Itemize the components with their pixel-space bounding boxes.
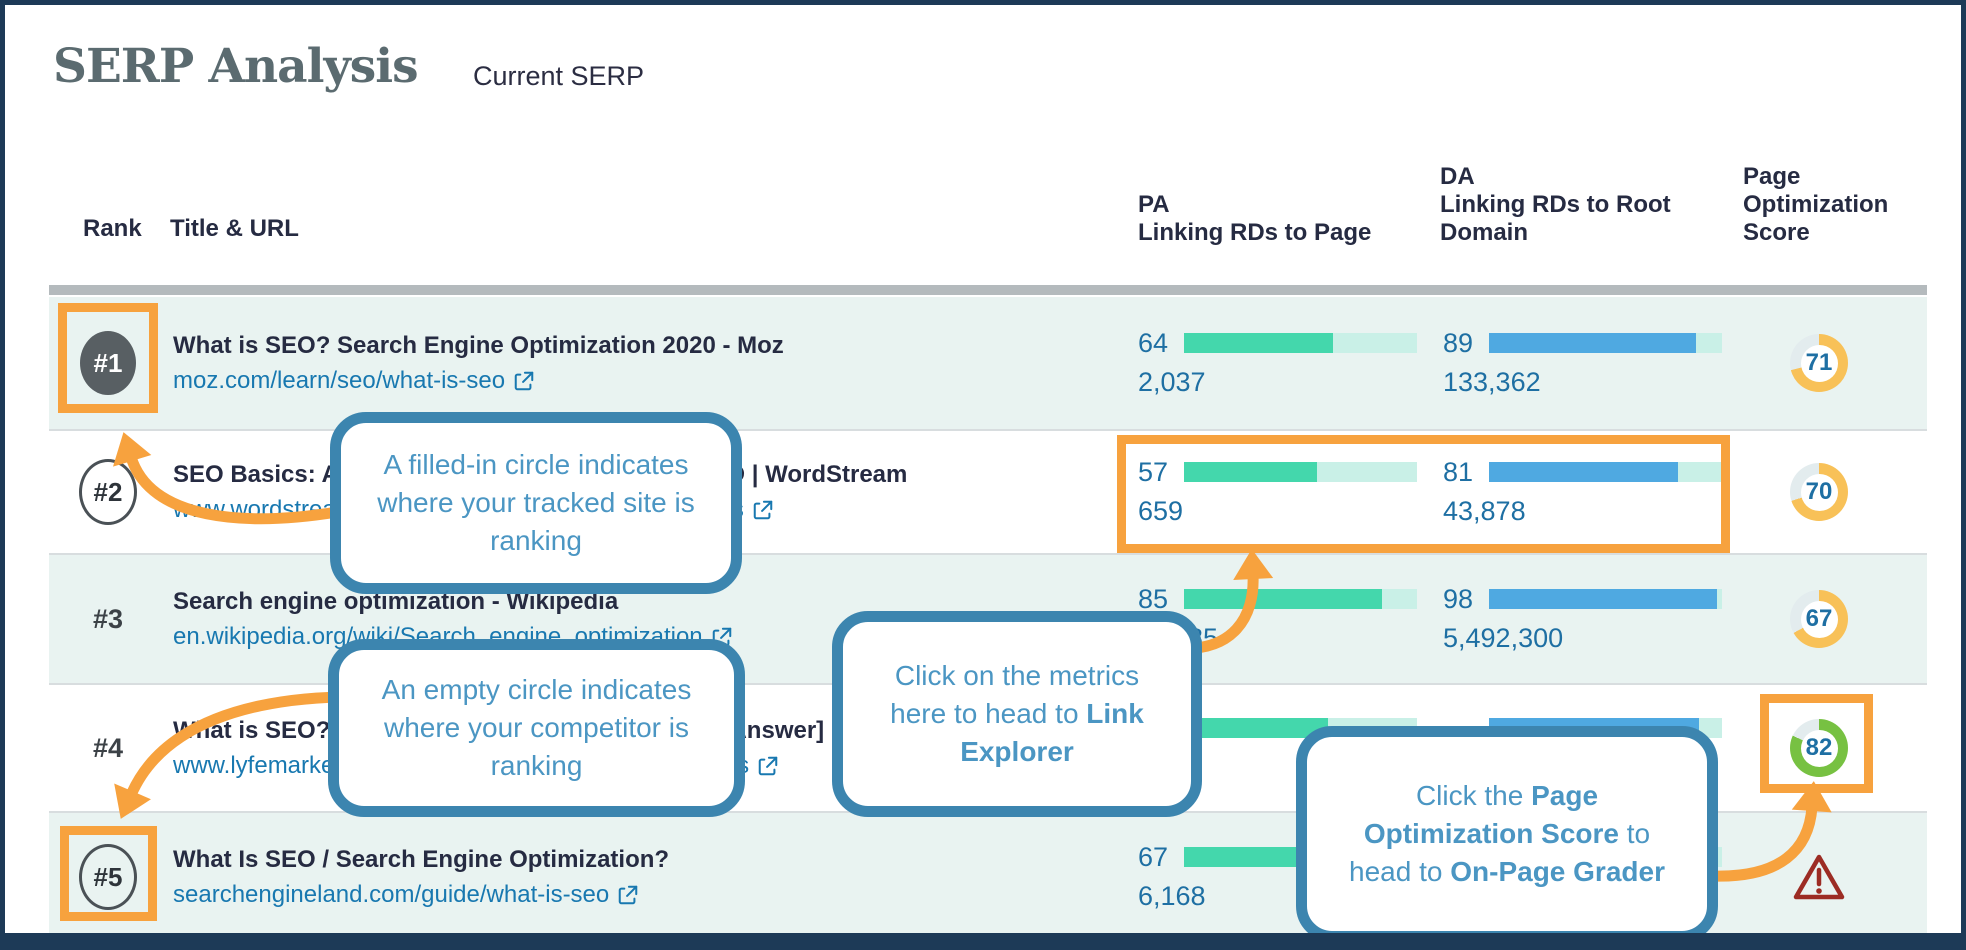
callout-filled-circle: A filled-in circle indicates where your … (330, 412, 742, 594)
external-link-icon (758, 756, 778, 775)
page-optimization-donut[interactable]: 71 (1790, 334, 1848, 392)
highlight-box-rank5 (60, 826, 157, 921)
result-url-link[interactable]: moz.com/learn/seo/what-is-seo (173, 367, 784, 395)
pa-count[interactable]: 659 (1138, 496, 1184, 526)
da-metric[interactable]: 89 133,362 (1443, 297, 1722, 429)
highlight-box-rank1 (58, 303, 158, 413)
da-bar[interactable] (1489, 333, 1722, 353)
rank-cell: #2 (49, 431, 167, 553)
external-link-icon (514, 371, 534, 390)
page-optimization-donut[interactable]: 70 (1790, 463, 1848, 521)
column-header-rank: Rank (83, 215, 142, 242)
page-subtitle: Current SERP (473, 61, 645, 91)
da-metric[interactable]: 81 43,878 (1443, 431, 1722, 553)
title-cell: What Is SEO / Search Engine Optimization… (173, 813, 669, 941)
rank-label: #4 (92, 732, 124, 763)
rank-cell: #5 (49, 813, 167, 941)
score-cell (1790, 813, 1848, 941)
score-cell: 71 (1790, 297, 1848, 429)
warning-icon[interactable] (1792, 852, 1846, 902)
highlight-box-score (1760, 694, 1873, 793)
column-header-pa: PA Linking RDs to Page (1138, 191, 1372, 246)
pa-count[interactable]: 2,037 (1138, 367, 1206, 397)
callout-empty-circle: An empty circle indicates where your com… (328, 639, 745, 817)
da-count[interactable]: 43,878 (1443, 496, 1526, 526)
pa-bar[interactable] (1184, 462, 1417, 482)
callout-link-explorer: Click on the metrics here to head to Lin… (832, 611, 1202, 817)
rank-label: #3 (92, 603, 124, 634)
bottom-bar (5, 933, 1961, 945)
external-link-icon (753, 500, 773, 519)
rank-badge-outline: #2 (79, 459, 137, 525)
column-header-da: DA Linking RDs to Root Domain (1440, 163, 1671, 246)
da-bar[interactable] (1489, 589, 1722, 609)
highlight-box-metrics (1117, 435, 1730, 553)
rank-cell: #1 (49, 297, 167, 429)
rank-badge-outline: #5 (79, 844, 137, 910)
page-title: SERP Analysis (53, 39, 419, 94)
score-cell: 67 (1790, 555, 1848, 683)
header-divider (49, 285, 1927, 295)
pa-metric[interactable]: 64 2,037 (1138, 297, 1417, 429)
da-bar[interactable] (1489, 462, 1722, 482)
callout-on-page-grader: Click the Page Optimization Score to hea… (1296, 726, 1718, 942)
pa-count[interactable]: 85 (1188, 623, 1219, 653)
page-optimization-donut[interactable]: 67 (1790, 590, 1848, 648)
rank-cell: #4 (49, 685, 167, 811)
page-optimization-donut[interactable]: 82 (1790, 719, 1848, 777)
result-title: What is SEO? Search Engine Optimization … (173, 331, 784, 359)
external-link-icon (619, 885, 638, 904)
rank-cell: #3 (49, 555, 167, 683)
column-header-title-url: Title & URL (170, 215, 299, 242)
column-header-score: Page Optimization Score (1743, 163, 1889, 246)
result-url-link[interactable]: searchengineland.com/guide/what-is-seo (173, 881, 669, 909)
pa-bar[interactable] (1184, 333, 1417, 353)
da-metric[interactable]: 98 5,492,300 (1443, 555, 1722, 683)
rank-badge-filled: #1 (80, 331, 136, 395)
pa-metric[interactable]: 57 659 (1138, 431, 1417, 553)
title-cell: What is SEO? Search Engine Optimization … (173, 297, 784, 429)
score-cell: 82 (1790, 685, 1848, 811)
score-cell: 70 (1790, 431, 1848, 553)
pa-bar[interactable] (1184, 589, 1417, 609)
table-row: #1 What is SEO? Search Engine Optimizati… (49, 297, 1927, 429)
pa-count[interactable]: 6,168 (1138, 881, 1206, 911)
da-count[interactable]: 133,362 (1443, 367, 1541, 397)
da-count[interactable]: 5,492,300 (1443, 623, 1564, 653)
result-title: What Is SEO / Search Engine Optimization… (173, 845, 670, 873)
